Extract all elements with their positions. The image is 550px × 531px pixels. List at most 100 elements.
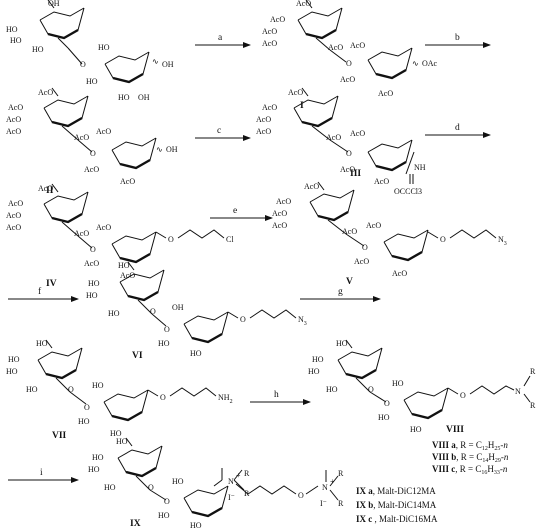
group-aco: AcO [272, 209, 287, 218]
structure-compound-vi: HO HO HO HO O OH O HO HO O N3 VI [86, 261, 307, 361]
group-oh: OH [166, 145, 178, 154]
group-o: O [150, 307, 156, 316]
group-cl: Cl [226, 235, 234, 244]
group-ho: HO [92, 381, 104, 390]
group-ho: HO [92, 453, 104, 462]
group-o: O [240, 315, 246, 324]
group-aco: AcO [256, 127, 271, 136]
group-ho: HO [110, 429, 122, 438]
step-label-e: e [233, 206, 237, 216]
group-o: O [164, 497, 170, 506]
wavy-bond: ∿ [156, 145, 163, 154]
group-ho: HO [116, 437, 128, 446]
compound-label-iv: IV [46, 279, 57, 289]
group-ho: HO [86, 77, 98, 86]
group-nh2: NH2 [218, 393, 233, 405]
group-nh: NH [414, 163, 426, 172]
group-ho: HO [108, 309, 120, 318]
step-label-f: f [38, 286, 42, 297]
structure-compound-vii: HO HO HO HO O HO O HO HO O NH2 VII [6, 339, 233, 441]
group-o: O [362, 243, 368, 252]
group-oh: OH [48, 0, 60, 8]
group-o: O [346, 59, 352, 68]
group-o: O [368, 385, 374, 394]
note-ix-b: IX b, Malt-DiC14MA [356, 500, 437, 510]
group-aco: AcO [262, 103, 277, 112]
group-aco: AcO [378, 89, 393, 98]
group-aco: AcO [6, 115, 21, 124]
group-aco: AcO [6, 223, 21, 232]
group-occcl3: OCCCl3 [394, 187, 422, 196]
group-ho: HO [104, 483, 116, 492]
step-label-g: g [338, 287, 343, 297]
group-o: O [384, 399, 390, 408]
group-aco: AcO [96, 223, 111, 232]
group-aco: AcO [38, 88, 53, 97]
group-ho: HO [190, 521, 202, 530]
wavy-bond: ∿ [412, 59, 419, 68]
group-ho: HO [86, 291, 98, 300]
group-aco: AcO [326, 133, 341, 142]
group-ho: HO [98, 43, 110, 52]
group-o: O [68, 385, 74, 394]
step-label-i: i [40, 468, 43, 478]
group-aco: AcO [340, 75, 355, 84]
group-aco: AcO [84, 259, 99, 268]
group-o: O [298, 491, 304, 500]
group-plus: + [236, 471, 241, 480]
viii-substituent-notes: VIII a, R = C12H25-n VIII b, R = C14H29-… [432, 440, 509, 476]
group-o: O [80, 60, 86, 69]
compound-label-i: I [300, 101, 304, 111]
group-aco: AcO [120, 177, 135, 186]
group-o: O [90, 245, 96, 254]
structure-compound-i: AcO AcO AcO AcO AcO AcO O AcO AcO ∿ OAc … [262, 0, 438, 111]
group-plus: + [330, 477, 335, 486]
group-ho: HO [36, 339, 48, 348]
group-o: O [160, 393, 166, 402]
structure-maltose: HO HO HO OH O HO HO HO OH ∿ OH [6, 0, 174, 102]
group-n: N [515, 387, 521, 396]
structure-compound-iv: AcO AcO AcO AcO AcO AcO O AcO AcO O Cl I… [6, 183, 234, 289]
group-r: R [244, 489, 250, 498]
step-label-b: b [455, 33, 460, 43]
group-ho: HO [10, 36, 22, 45]
compound-label-ii: II [46, 186, 54, 196]
group-aco: AcO [8, 103, 23, 112]
group-aco: AcO [288, 88, 303, 97]
compound-label-viii: VIII [446, 425, 464, 435]
group-n: N [322, 483, 328, 492]
note-viii-b: VIII b, R = C14H29-n [432, 452, 509, 464]
step-label-d: d [455, 123, 460, 133]
group-ho: HO [392, 379, 404, 388]
group-oh: OH [162, 60, 174, 69]
group-ho: HO [308, 367, 320, 376]
group-aco: AcO [272, 221, 287, 230]
group-ho: HO [6, 367, 18, 376]
structure-compound-v: AcO AcO AcO AcO AcO AcO O AcO AcO O N3 V [272, 181, 507, 287]
group-ho: HO [118, 93, 130, 102]
group-aco: AcO [6, 127, 21, 136]
group-iodide: I⁻ [228, 493, 235, 502]
group-aco: AcO [256, 115, 271, 124]
note-ix-a: IX a, Malt-DiC12MA [356, 486, 436, 496]
group-n3: N3 [498, 235, 507, 247]
group-aco: AcO [262, 39, 277, 48]
group-r: R [244, 469, 250, 478]
group-aco: AcO [340, 165, 355, 174]
group-aco: AcO [374, 177, 389, 186]
group-aco: AcO [350, 41, 365, 50]
wavy-bond: ∿ [152, 57, 159, 66]
group-ho: HO [326, 385, 338, 394]
group-ho: HO [378, 413, 390, 422]
group-ho: HO [88, 279, 100, 288]
group-o: O [90, 149, 96, 158]
compound-label-ix: IX [130, 519, 141, 529]
group-iodide: I⁻ [320, 499, 327, 508]
group-ho: HO [312, 355, 324, 364]
note-viii-c: VIII c, R = C16H33-n [432, 464, 508, 476]
step-label-h: h [274, 390, 279, 400]
ix-product-notes: IX a, Malt-DiC12MA IX b, Malt-DiC14MA IX… [356, 486, 438, 524]
group-aco: AcO [96, 127, 111, 136]
group-o: O [164, 325, 170, 334]
structure-compound-viii: HO HO HO HO O HO O HO HO O N R R VIII [308, 339, 536, 435]
